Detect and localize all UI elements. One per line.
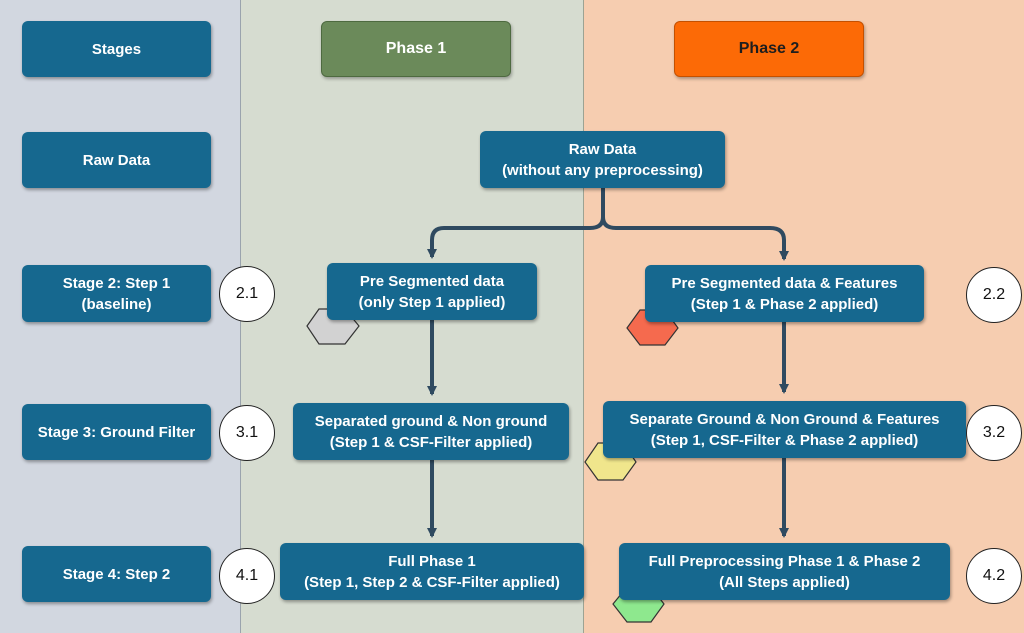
node-phase1-pre-segmented: Pre Segmented data (only Step 1 applied) (327, 263, 537, 320)
node-phase2-separate-ground-features: Separate Ground & Non Ground & Features … (603, 401, 966, 458)
circle-number-3-1: 3.1 (219, 405, 275, 461)
circle-number-3-2: 3.2 (966, 405, 1022, 461)
circle-number-4-1: 4.1 (219, 548, 275, 604)
circle-number-2-2: 2.2 (966, 267, 1022, 323)
stage-2-step-1: Stage 2: Step 1 (baseline) (22, 265, 211, 322)
stage-raw-data: Raw Data (22, 132, 211, 188)
arrow-raw-to-phase2 (601, 216, 789, 261)
node-phase2-pre-segmented-features: Pre Segmented data & Features (Step 1 & … (645, 265, 924, 322)
stages-header: Stages (22, 21, 211, 77)
node-phase1-separated-ground: Separated ground & Non ground (Step 1 & … (293, 403, 569, 460)
node-raw-data: Raw Data (without any preprocessing) (480, 131, 725, 188)
node-phase2-full-preprocessing: Full Preprocessing Phase 1 & Phase 2 (Al… (619, 543, 950, 600)
circle-number-2-1: 2.1 (219, 266, 275, 322)
phase1-header: Phase 1 (321, 21, 511, 77)
stage-4-step-2: Stage 4: Step 2 (22, 546, 211, 602)
node-phase1-full: Full Phase 1 (Step 1, Step 2 & CSF-Filte… (280, 543, 584, 600)
arrow-raw-to-phase1 (427, 216, 605, 259)
circle-number-4-2: 4.2 (966, 548, 1022, 604)
phase2-header: Phase 2 (674, 21, 864, 77)
stage-3-ground-filter: Stage 3: Ground Filter (22, 404, 211, 460)
